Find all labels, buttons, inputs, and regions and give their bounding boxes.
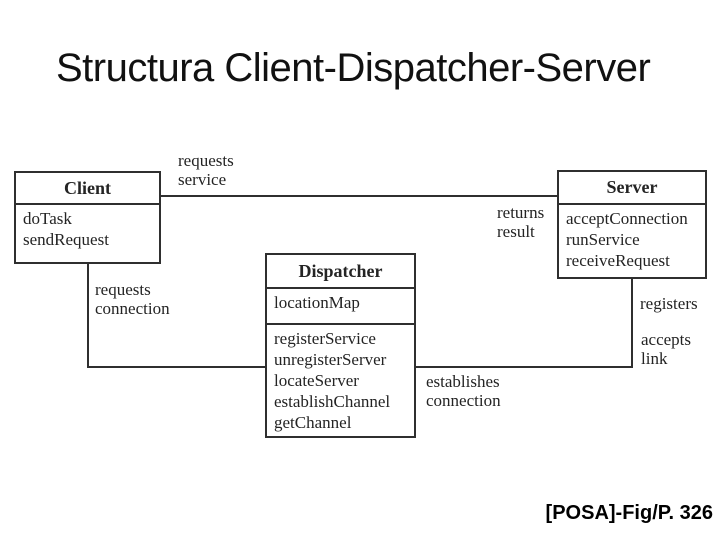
edge-label-line: requests bbox=[178, 151, 234, 170]
operation: runService bbox=[566, 230, 640, 249]
edge-label-line: accepts bbox=[641, 330, 692, 349]
edge-label-line: registers bbox=[640, 294, 698, 313]
operation: sendRequest bbox=[23, 230, 109, 249]
class-attributes-dispatcher: locationMap bbox=[267, 289, 414, 325]
class-box-client: Client doTask sendRequest bbox=[14, 171, 161, 264]
class-name-client: Client bbox=[16, 173, 159, 205]
edge-server-dispatcher-vertical bbox=[631, 279, 633, 368]
class-box-server: Server acceptConnection runService recei… bbox=[557, 170, 707, 279]
edge-server-dispatcher-horizontal bbox=[416, 366, 633, 368]
class-operations-dispatcher: registerService unregisterServer locateS… bbox=[267, 325, 414, 433]
edge-label-line: result bbox=[497, 222, 535, 241]
edge-label-returns-result: returns result bbox=[497, 203, 544, 241]
class-operations-server: acceptConnection runService receiveReque… bbox=[559, 205, 705, 271]
edge-label-registers: registers bbox=[640, 294, 698, 313]
operation: locateServer bbox=[274, 371, 359, 390]
edge-label-establishes-connection: establishes connection bbox=[426, 372, 501, 410]
class-diagram: requests service returns result requests… bbox=[0, 130, 720, 460]
edge-label-line: connection bbox=[426, 391, 501, 410]
edge-label-line: establishes bbox=[426, 372, 500, 391]
operation: establishChannel bbox=[274, 392, 391, 411]
edge-client-server bbox=[161, 195, 557, 197]
edge-label-accepts-link: accepts link bbox=[641, 330, 691, 368]
operation: doTask bbox=[23, 209, 72, 228]
operation: acceptConnection bbox=[566, 209, 688, 228]
operation: unregisterServer bbox=[274, 350, 387, 369]
edge-label-requests-connection: requests connection bbox=[95, 280, 170, 318]
edge-label-line: link bbox=[641, 349, 668, 368]
edge-label-line: connection bbox=[95, 299, 170, 318]
class-name-server: Server bbox=[559, 172, 705, 205]
edge-label-line: requests bbox=[95, 280, 151, 299]
class-operations-client: doTask sendRequest bbox=[16, 205, 159, 250]
slide-caption: [POSA]-Fig/P. 326 bbox=[545, 502, 713, 524]
edge-client-dispatcher-horizontal bbox=[87, 366, 265, 368]
edge-client-dispatcher-vertical bbox=[87, 264, 89, 368]
attribute: locationMap bbox=[274, 293, 360, 312]
operation: getChannel bbox=[274, 413, 352, 432]
class-name-dispatcher: Dispatcher bbox=[267, 255, 414, 289]
edge-label-line: service bbox=[178, 170, 227, 189]
edge-label-line: returns bbox=[497, 203, 545, 222]
edge-label-requests-service: requests service bbox=[178, 151, 234, 189]
operation: registerService bbox=[274, 329, 376, 348]
page-title: Structura Client-Dispatcher-Server bbox=[56, 46, 651, 90]
class-box-dispatcher: Dispatcher locationMap registerService u… bbox=[265, 253, 416, 438]
operation: receiveRequest bbox=[566, 251, 670, 270]
